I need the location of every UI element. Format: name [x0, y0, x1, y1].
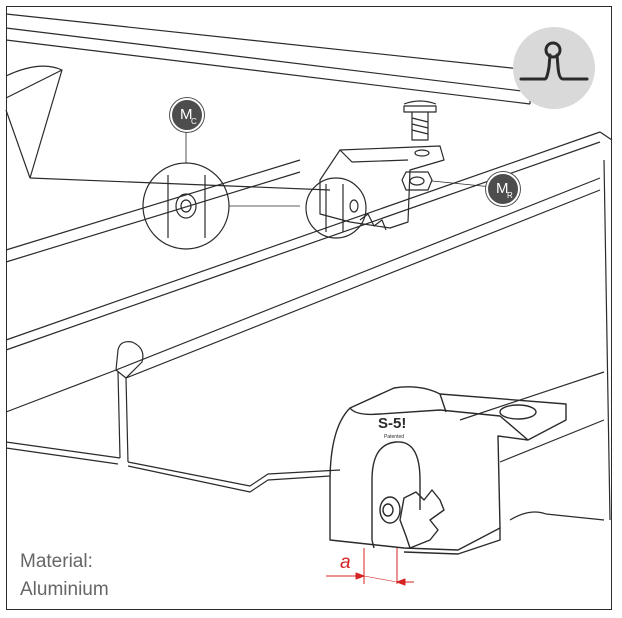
large-clamp: S-5! Patented — [329, 386, 567, 555]
clamp-logo: S-5! — [378, 415, 406, 432]
dimension-a-label: a — [340, 552, 351, 573]
detail-circle-mc — [142, 128, 300, 250]
diagram-frame — [6, 6, 612, 610]
bolt-and-nut — [401, 100, 493, 191]
lower-roof-panel — [5, 371, 605, 521]
material-label: Material: — [20, 551, 93, 572]
clamp-patent-text: Patented — [384, 434, 404, 440]
badge-mc: M C — [170, 98, 204, 132]
dimension-a — [326, 548, 414, 586]
small-clamp-on-seam — [305, 145, 445, 239]
badge-mc-letter: M — [180, 106, 193, 123]
back-rail — [5, 13, 531, 105]
badge-mc-subscript: C — [191, 117, 197, 126]
profile-icon-circle — [513, 27, 595, 109]
material-value: Aluminium — [20, 579, 109, 600]
standing-seam-profile-icon — [519, 41, 589, 81]
badge-mr-subscript: R — [507, 191, 513, 200]
material-note: Material: Aluminium — [20, 548, 109, 604]
seam-rib — [5, 131, 613, 521]
badge-mr-letter: M — [496, 180, 509, 197]
badge-mr: M R — [486, 172, 520, 206]
upper-roof-panel — [5, 65, 331, 263]
